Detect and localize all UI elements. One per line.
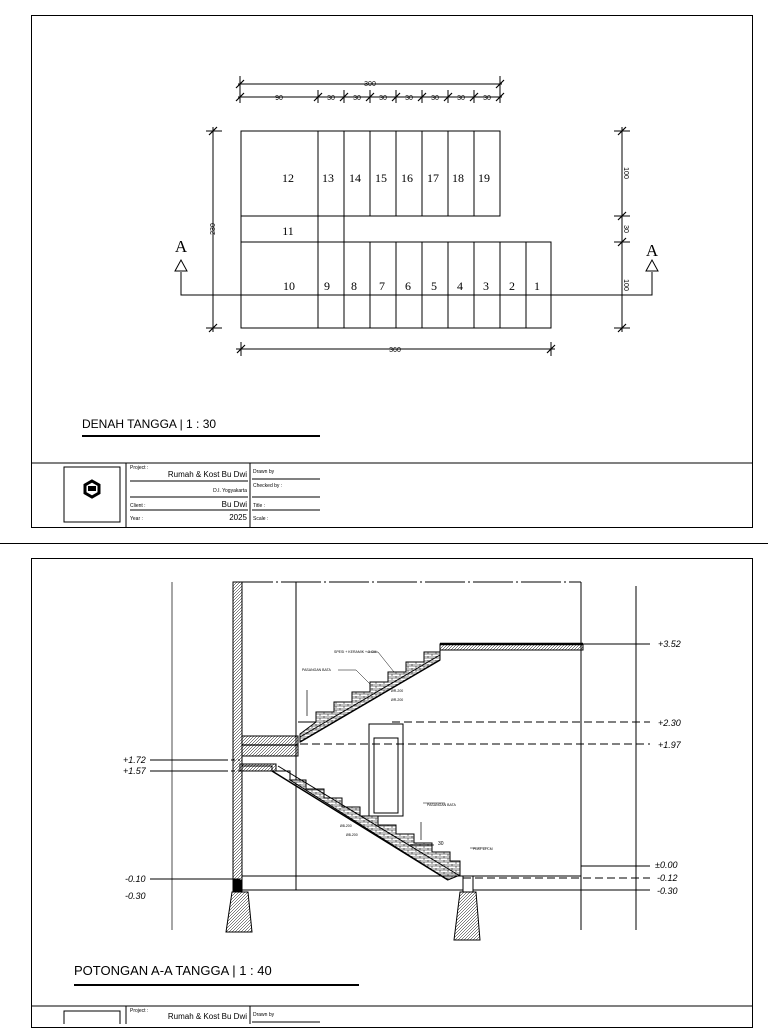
level-label: -0.12 [657,873,678,883]
dim-top-seg-3: 30 [353,95,361,102]
annotation: PASANGAN BATA [302,668,331,672]
step-label: 2 [509,279,515,293]
level-label: ±0.00 [655,860,677,870]
stair-plan [82,76,659,437]
section-cut-line [180,272,653,296]
top-dimension-lines [235,76,505,103]
dim-right-2: 30 [622,225,629,233]
project-name: Rumah & Kost Bu Dwi [168,470,247,479]
step-label: 9 [324,279,330,293]
section-marker-right: A [646,241,659,260]
step-mark: Ø8-200 [340,824,352,828]
level-label: -0.30 [657,886,678,896]
section-arrow-right [645,258,659,272]
step-label: 19 [478,171,490,185]
step-label: 7 [379,279,385,293]
project-label-2: Project : [130,1008,148,1014]
step-label: 1 [534,279,540,293]
section-title: POTONGAN A-A TANGGA | 1 : 40 [74,963,272,978]
step-mark: ØR-200 [391,698,403,702]
step-label: 14 [349,171,361,185]
dim-top-seg-5: 30 [405,95,413,102]
level-label: +1.97 [658,740,682,750]
drawn-label: Drawn by [253,469,275,475]
dim-small: 30 [438,841,444,847]
dim-top-seg-4: 30 [379,95,387,102]
project-name-2: Rumah & Kost Bu Dwi [168,1012,247,1021]
dim-top-total: 300 [364,81,376,88]
title-block [31,462,753,528]
scale-label: Scale : [253,516,268,522]
level-label: +3.52 [658,639,681,649]
step-label: 3 [483,279,489,293]
section-marker-left: A [175,237,188,256]
dim-left: 230 [210,223,217,235]
section-arrow-left [174,258,188,272]
level-label: -0.30 [125,891,146,901]
level-label: +2.30 [658,718,681,728]
dim-bottom: 360 [389,347,401,354]
client-label: Client : [130,503,146,509]
sheet-divider [0,543,768,544]
step-mark: Ø8-200 [346,833,358,837]
step-label: 5 [431,279,437,293]
level-label: +1.72 [123,755,146,765]
dim-top-seg-8: 30 [483,95,491,102]
dim-right-1: 100 [622,167,629,179]
annotation: PASANGAN BATA [427,803,456,807]
step-label: 15 [375,171,387,185]
project-label: Project : [130,465,148,471]
annotation: SPESI + KERAMIK + 3 CM [334,650,376,654]
year-label: Year : [130,516,143,522]
step-label: 4 [457,279,463,293]
step-label: 8 [351,279,357,293]
dim-right-3: 100 [622,279,629,291]
dim-top-seg-2: 30 [327,95,335,102]
step-label: 12 [282,171,294,185]
title-label: Title : [253,503,265,509]
level-label: +1.57 [123,766,147,776]
step-label: 13 [322,171,334,185]
landing-label: 11 [282,224,294,238]
checked-label: Checked by : [253,483,282,489]
step-label: 6 [405,279,411,293]
dim-top-seg-6: 30 [431,95,439,102]
client-value: Bu Dwi [222,500,248,509]
stair-section [74,581,650,986]
level-label: -0.10 [125,874,146,884]
dim-top-seg-7: 30 [457,95,465,102]
year-value: 2025 [229,513,247,522]
step-mark: ØR-200 [391,689,403,693]
step-label: 18 [452,171,464,185]
dim-top-seg-1: 90 [275,95,283,102]
drawn-label-2: Drawn by [253,1012,275,1018]
step-label: 10 [283,279,295,293]
project-location: D.I. Yogyakarta [213,488,247,494]
plan-sheet [31,15,753,528]
title-block-2 [31,1005,753,1024]
firm-logo [83,479,101,499]
step-label: 16 [401,171,413,185]
annotation: PLAT 12 CM [473,847,493,851]
plan-title: DENAH TANGGA | 1 : 30 [82,417,216,431]
step-label: 17 [427,171,439,185]
